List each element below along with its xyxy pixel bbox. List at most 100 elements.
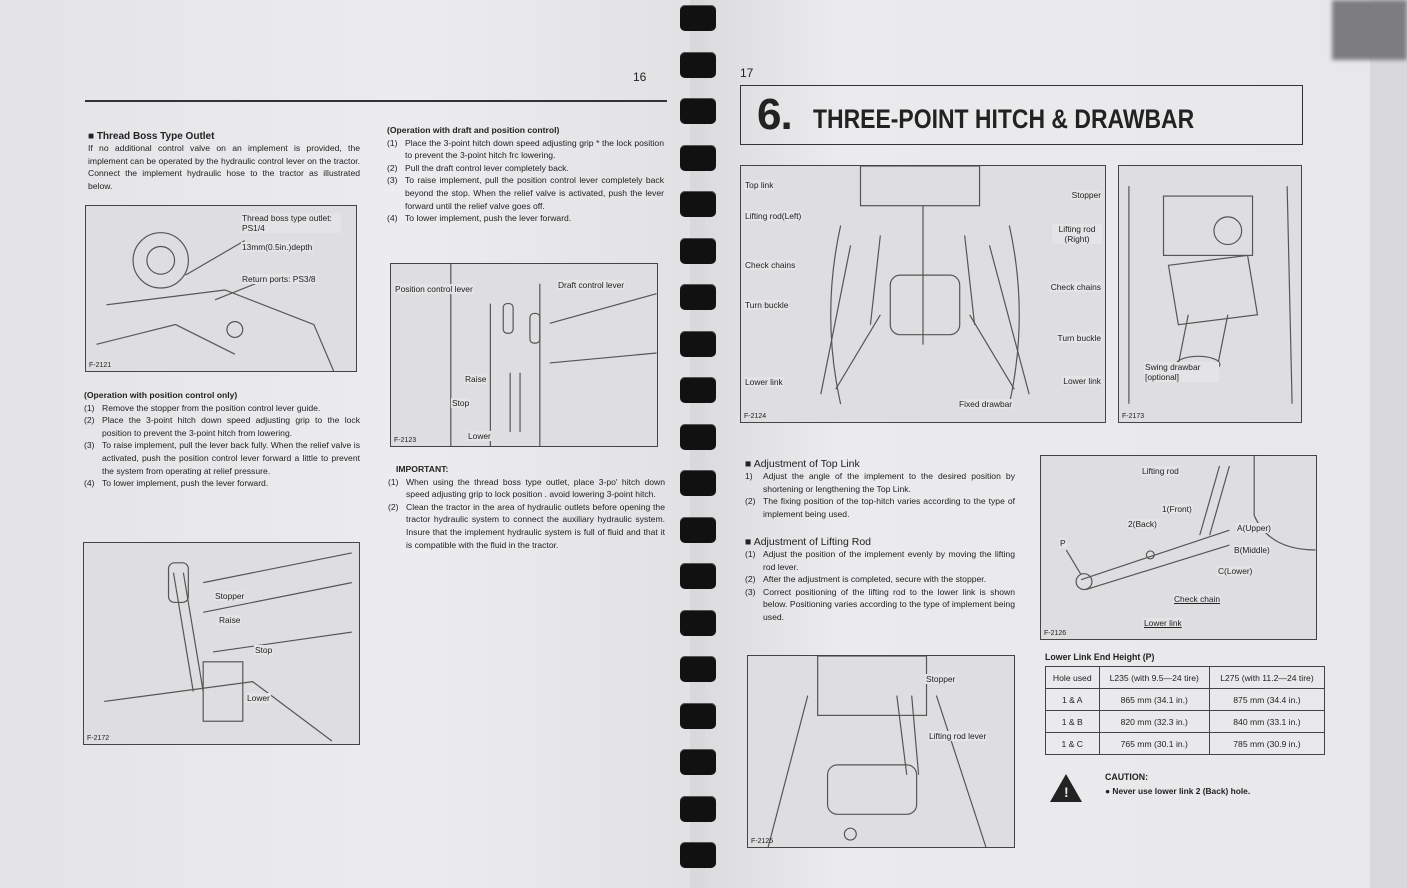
list-item: (3)To raise implement, pull the lever ba… xyxy=(84,439,360,477)
list-item: (1)Adjust the position of the implement … xyxy=(745,548,1015,573)
section-heading: (Operation with position control only) xyxy=(84,390,238,400)
figure-label: Lifting rod xyxy=(1141,466,1180,476)
section-heading: (Operation with draft and position contr… xyxy=(387,125,560,135)
list-item: (4)To lower implement, push the lever fo… xyxy=(387,212,664,225)
figure-label: Raise xyxy=(464,374,488,384)
item-number: (1) xyxy=(387,137,398,148)
figure-label: Thread boss type outlet: PS1/4 xyxy=(241,213,341,233)
position-control-section: (Operation with position control only) (… xyxy=(84,389,360,490)
figure-label: Lower link xyxy=(744,377,784,387)
table-title: Lower Link End Height (P) xyxy=(1045,652,1155,662)
item-text: When using the thread boss type outlet, … xyxy=(406,476,665,500)
figure-label: Turn buckle xyxy=(1056,333,1102,343)
item-number: (4) xyxy=(84,478,95,489)
item-number: (1) xyxy=(388,476,399,487)
figure-label: Position control lever xyxy=(394,284,474,294)
figure-label: Draft control lever xyxy=(557,280,626,290)
figure-f2123: Position control lever Draft control lev… xyxy=(390,263,658,447)
binding-ring xyxy=(680,377,716,403)
draft-position-section: (Operation with draft and position contr… xyxy=(387,124,664,225)
binding-ring xyxy=(680,749,716,775)
figure-label: Lifting rod lever xyxy=(928,731,988,741)
item-number: (3) xyxy=(745,586,756,597)
section-heading: ■ Adjustment of Top Link xyxy=(745,458,860,470)
binding-ring xyxy=(680,284,716,310)
item-text: Place the 3-point hitch down speed adjus… xyxy=(405,137,664,161)
heading-text: Adjustment of Top Link xyxy=(753,458,860,470)
figure-number: F-2125 xyxy=(751,838,774,845)
figure-label: Lower xyxy=(467,431,492,441)
figure-label: Lower xyxy=(246,693,271,703)
figure-label: Check chains xyxy=(1049,282,1102,292)
figure-label: Swing drawbar [optional] xyxy=(1144,362,1219,382)
table-cell: 1 & C xyxy=(1045,732,1100,755)
section-heading: ■ Thread Boss Type Outlet xyxy=(88,131,215,142)
item-text: Pull the draft control lever completely … xyxy=(405,162,569,173)
binding-ring xyxy=(680,656,716,682)
figure-number: F-2126 xyxy=(1044,630,1067,637)
table-cell: 820 mm (32.3 in.) xyxy=(1098,710,1210,733)
item-text: The fixing position of the top-hitch var… xyxy=(763,496,1015,519)
figure-number: F-2121 xyxy=(89,362,112,369)
table-cell: 1 & B xyxy=(1045,710,1100,733)
binding-ring xyxy=(680,191,716,217)
list-item: (2)The fixing position of the top-hitch … xyxy=(745,495,1015,520)
item-text: To raise implement, pull the position co… xyxy=(405,175,664,211)
chapter-number: 6. xyxy=(757,90,793,139)
list-item: 1)Adjust the angle of the implement to t… xyxy=(745,470,1015,495)
table-cell: 765 mm (30.1 in.) xyxy=(1098,732,1210,755)
chapter-title: THREE-POINT HITCH & DRAWBAR xyxy=(813,104,1195,134)
binding-ring xyxy=(680,563,716,589)
list-item: (4)To lower implement, push the lever fo… xyxy=(84,477,360,490)
warning-icon xyxy=(1050,774,1082,802)
table-cell: 840 mm (33.1 in.) xyxy=(1208,710,1326,733)
list-item: (3) Correct positioning of the lifting ro… xyxy=(745,586,1015,624)
table-cell: 1 & A xyxy=(1045,688,1100,711)
control-lever-illustration xyxy=(104,552,352,742)
figure-number: F-2173 xyxy=(1122,413,1145,420)
list-item: (2)Place the 3-point hitch down speed ad… xyxy=(84,414,360,439)
instruction-list: (1)Adjust the position of the implement … xyxy=(745,548,1015,624)
list-item: (2)After the adjustment is completed, se… xyxy=(745,573,1015,586)
binding-ring xyxy=(680,470,716,496)
figure-label: Check chain xyxy=(1173,594,1222,604)
item-number: (3) xyxy=(387,175,398,186)
warning-icon-mark: ! xyxy=(1064,784,1069,800)
item-text: Adjust the angle of the implement to the… xyxy=(763,471,1015,494)
thread-boss-section: ■ Thread Boss Type Outlet If no addition… xyxy=(88,131,360,192)
figure-f2125: Stopper Lifting rod lever F-2125 xyxy=(747,655,1015,848)
item-text: Correct positioning of the lifting rod t… xyxy=(763,586,1015,622)
caution-text: ● Never use lower link 2 (Back) hole. xyxy=(1105,786,1251,796)
item-text: To lower implement, push the lever forwa… xyxy=(405,213,572,224)
figure-label: Return ports: PS3/8 xyxy=(241,274,317,284)
swing-drawbar-illustration xyxy=(1128,186,1293,404)
figure-f2172: Stopper Raise Stop Lower F-2172 xyxy=(83,542,360,745)
figure-label: Lifting rod(Left) xyxy=(744,211,803,221)
figure-label: C(Lower) xyxy=(1217,566,1254,576)
lower-link-height-table: Hole used L235 (with 9.5—24 tire) L275 (… xyxy=(1045,666,1326,755)
page-number: 16 xyxy=(633,70,647,84)
item-number: (3) xyxy=(84,440,95,451)
table-cell: 865 mm (34.1 in.) xyxy=(1098,688,1210,711)
instruction-list: (1) When using the thread boss type outle… xyxy=(388,476,665,552)
table-cell: 875 mm (34.4 in.) xyxy=(1208,688,1326,711)
binding-ring xyxy=(680,842,716,868)
figure-label: Stop xyxy=(254,645,274,655)
item-number: (2) xyxy=(84,415,95,426)
binding-ring xyxy=(680,144,716,171)
item-text: Adjust the position of the implement eve… xyxy=(763,549,1015,572)
instruction-list: (1)Remove the stopper from the position … xyxy=(84,402,360,490)
item-number: (2) xyxy=(745,574,756,585)
paragraph: If no additional control valve on an imp… xyxy=(88,143,360,191)
lifting-rod-lever-illustration xyxy=(767,656,987,847)
list-item: (1) Place the 3-point hitch down speed ad… xyxy=(387,137,664,162)
figure-label: Lower link xyxy=(1143,618,1183,628)
section-heading: IMPORTANT: xyxy=(396,464,449,474)
item-text: Remove the stopper from the position con… xyxy=(102,402,321,413)
figure-label: Stopper xyxy=(214,591,246,601)
lever-panel-illustration xyxy=(450,264,657,446)
figure-label: A(Upper) xyxy=(1236,523,1272,533)
